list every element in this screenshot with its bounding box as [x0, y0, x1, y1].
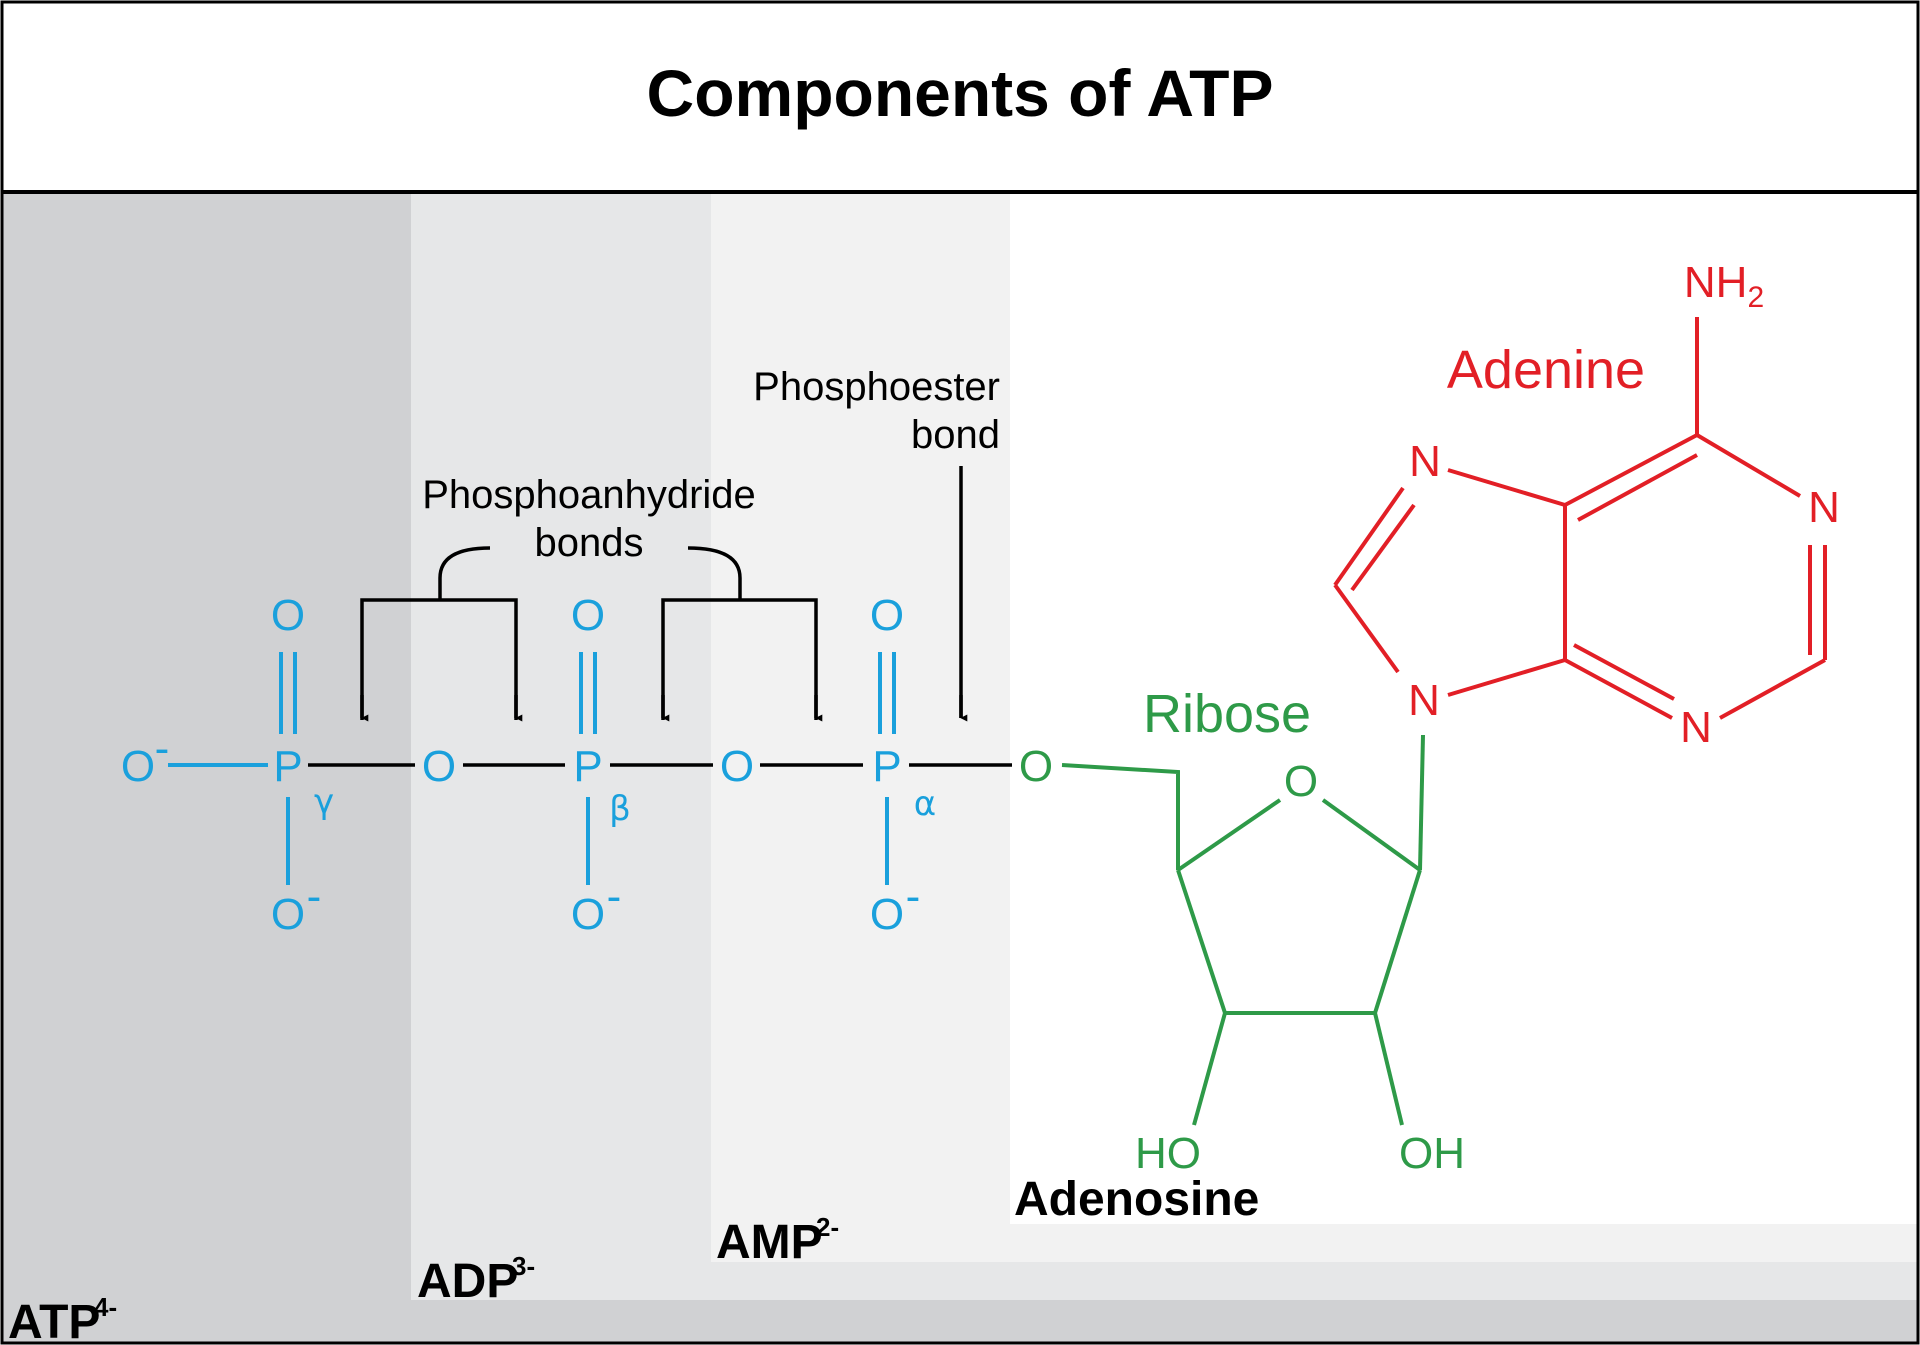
- amp-label: AMP 2-: [716, 1212, 839, 1269]
- atp-charge: 4-: [94, 1292, 117, 1322]
- phosphate-gamma: O - P O O - γ: [121, 591, 334, 939]
- ribose-HO: HO: [1135, 1129, 1201, 1178]
- phosphate-alpha: P O O - α: [870, 591, 936, 939]
- amp-charge: 2-: [816, 1212, 839, 1242]
- phosphate-chain-bonds: [168, 652, 1012, 885]
- beta-O-top: O: [571, 591, 605, 640]
- phosphoester-label-line1: Phosphoester: [753, 365, 1000, 409]
- adenine-label: Adenine: [1447, 340, 1645, 400]
- bridge-O-2: O: [720, 742, 754, 791]
- gamma-O-minus-left: O: [121, 742, 155, 791]
- adenine-N7: N: [1409, 437, 1441, 486]
- phosphoanhydride-label-line1: Phosphoanhydride: [422, 473, 756, 517]
- adenine-N3: N: [1680, 703, 1712, 752]
- adenine-N9: N: [1408, 676, 1440, 725]
- atp-label-text: ATP: [8, 1296, 100, 1345]
- ribose-label: Ribose: [1143, 684, 1311, 744]
- gamma-P: P: [273, 742, 302, 791]
- alpha-O-top: O: [870, 591, 904, 640]
- alpha-symbol: α: [914, 784, 936, 824]
- adp-label: ADP 3-: [417, 1251, 535, 1308]
- ribose-OH: OH: [1399, 1129, 1465, 1178]
- atp-label: ATP 4-: [8, 1292, 117, 1345]
- ribose-link-O: O: [1019, 742, 1053, 791]
- beta-symbol: β: [609, 789, 631, 829]
- beta-P: P: [573, 742, 602, 791]
- gamma-symbol: γ: [314, 782, 334, 822]
- phosphate-beta: P O O - β: [571, 591, 631, 939]
- adenosine-label: Adenosine: [1014, 1173, 1259, 1226]
- adp-charge: 3-: [512, 1251, 535, 1281]
- gamma-O-bottom: O: [271, 890, 305, 939]
- gamma-charge-left: -: [155, 724, 170, 773]
- alpha-O-bottom: O: [870, 890, 904, 939]
- phosphoanhydride-bracket-left: [360, 546, 523, 722]
- phosphoanhydride-bracket-right: [661, 546, 823, 722]
- alpha-charge-bottom: -: [906, 872, 921, 921]
- title-box: [0, 0, 1920, 194]
- adenine-NH2: NH2: [1684, 258, 1764, 314]
- ribose-ring-O: O: [1284, 757, 1318, 806]
- bridge-O-1: O: [422, 742, 456, 791]
- amp-label-text: AMP: [716, 1216, 823, 1269]
- page-title: Components of ATP: [647, 56, 1274, 130]
- beta-charge-bottom: -: [607, 872, 622, 921]
- alpha-P: P: [872, 742, 901, 791]
- adenine: NH2 N N N N Adenine: [1333, 258, 1840, 752]
- adenosine-region: [1010, 192, 1918, 1224]
- beta-O-bottom: O: [571, 890, 605, 939]
- gamma-charge-bottom: -: [307, 872, 322, 921]
- ribose: O O HO OH Ribose: [1019, 684, 1465, 1178]
- adp-label-text: ADP: [417, 1255, 518, 1308]
- phosphoester-label-line2: bond: [911, 413, 1000, 457]
- phosphoanhydride-label-line2: bonds: [535, 521, 644, 565]
- gamma-O-top: O: [271, 591, 305, 640]
- adenine-N1: N: [1808, 483, 1840, 532]
